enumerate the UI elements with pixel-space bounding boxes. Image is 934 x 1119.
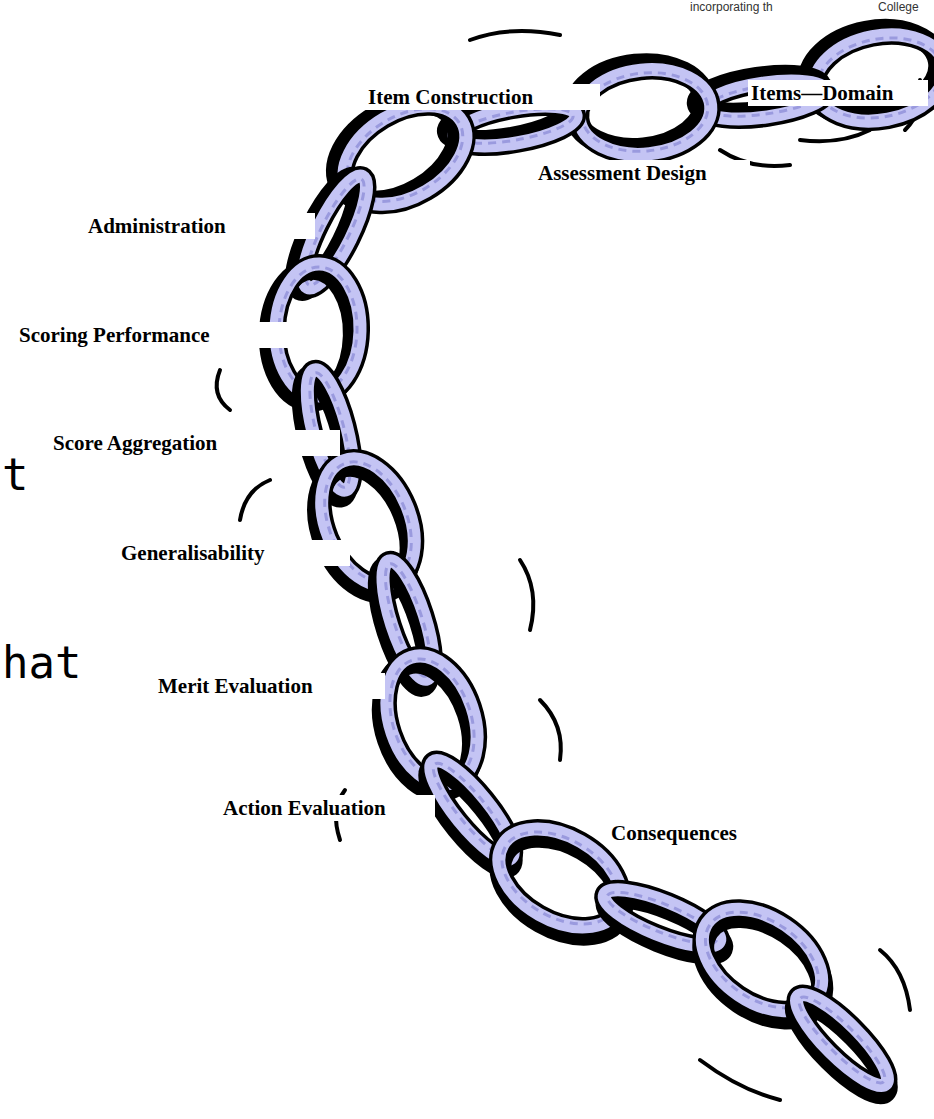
link-shading bbox=[811, 28, 934, 128]
chain-label-box: Scoring Performance bbox=[16, 322, 301, 348]
motion-stroke bbox=[540, 700, 561, 760]
chain-label-box: Items—Domain bbox=[748, 80, 928, 106]
motion-stroke bbox=[700, 1060, 780, 1100]
slide-text: incorporating th bbox=[690, 0, 773, 14]
chain-label-box: Assessment Design bbox=[535, 160, 750, 186]
chain-label-box: Generalisability bbox=[118, 540, 350, 566]
chain-label-box: Item Construction bbox=[365, 84, 600, 110]
motion-stroke bbox=[520, 560, 533, 630]
chain-label: Administration bbox=[88, 214, 226, 238]
motion-stroke bbox=[240, 480, 270, 520]
chain-label: Action Evaluation bbox=[223, 796, 386, 820]
motion-stroke bbox=[470, 31, 560, 40]
chain-label: Scoring Performance bbox=[19, 323, 210, 347]
chain-label-box: Score Aggregation bbox=[50, 430, 340, 456]
motion-stroke bbox=[880, 950, 910, 1010]
link-body bbox=[786, 984, 898, 1096]
chain-label: Merit Evaluation bbox=[158, 674, 313, 698]
chain-label-box: Consequences bbox=[608, 820, 788, 846]
chain-label: Score Aggregation bbox=[53, 431, 217, 455]
chain-label: Consequences bbox=[611, 821, 737, 845]
motion-stroke bbox=[217, 370, 230, 410]
link-shading bbox=[578, 67, 711, 158]
chain-label: Generalisability bbox=[121, 541, 265, 565]
motion-stroke bbox=[800, 130, 870, 141]
link-shading bbox=[790, 988, 893, 1091]
slide-text: hat bbox=[2, 638, 81, 688]
chain-label-box: Merit Evaluation bbox=[155, 673, 385, 699]
chain-label: Assessment Design bbox=[538, 161, 707, 185]
chain-label-box: Action Evaluation bbox=[220, 795, 435, 821]
slide-text: College bbox=[878, 0, 919, 14]
link-body bbox=[575, 63, 715, 160]
chain-label-box: Administration bbox=[85, 213, 315, 239]
slide-text: t bbox=[2, 450, 29, 500]
chain-link bbox=[782, 984, 902, 1104]
chain-label: Item Construction bbox=[368, 85, 533, 109]
link-outline bbox=[575, 63, 715, 160]
link-outline bbox=[786, 984, 898, 1096]
chain-label: Items—Domain bbox=[751, 81, 893, 105]
